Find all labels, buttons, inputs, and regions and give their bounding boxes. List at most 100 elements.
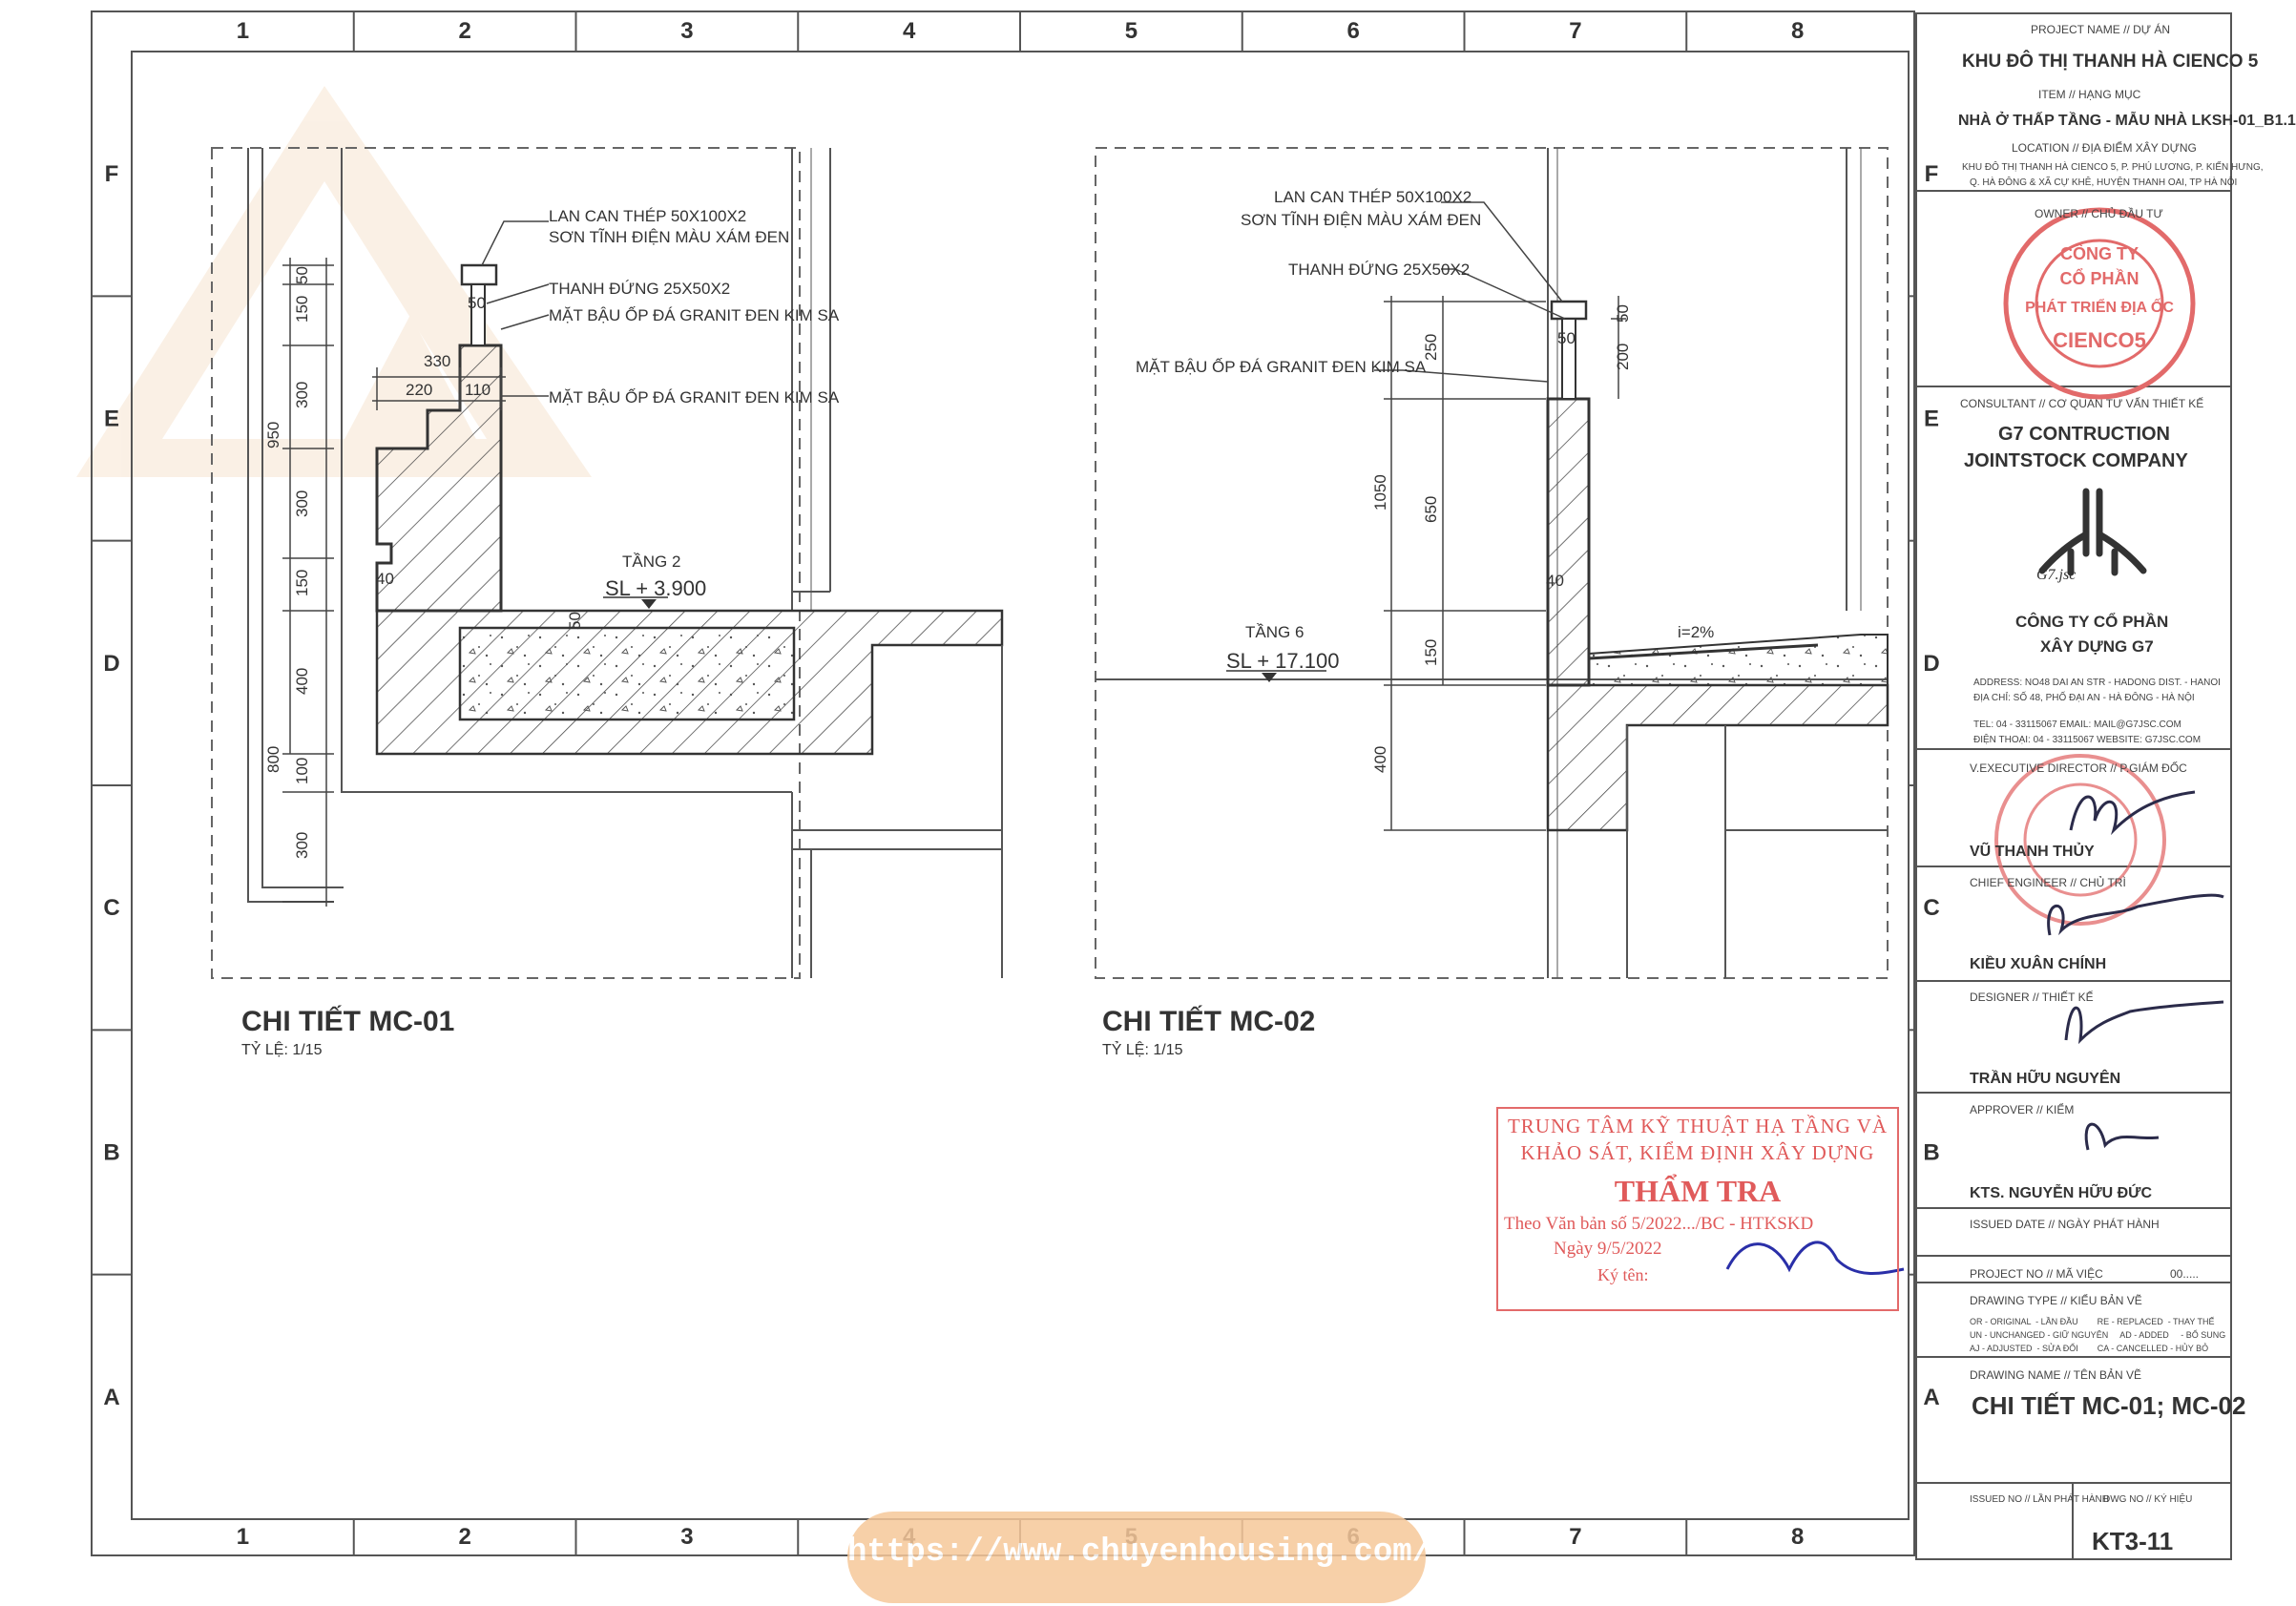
- mc01-dim-50b: 50: [468, 294, 486, 312]
- dwg-no: KT3-11: [2092, 1527, 2174, 1555]
- grid-row-dividers: [92, 295, 1916, 1276]
- chief-name: KIỀU XUÂN CHÍNH: [1970, 956, 2107, 972]
- grid-row-label: E: [104, 407, 119, 432]
- approval-stamp: TRUNG TÂM KỸ THUẬT HẠ TẦNG VÀ KHẢO SÁT, …: [1496, 1107, 1899, 1311]
- tel-line-2: ĐIỆN THOẠI: 04 - 33115067 WEBSITE: G7JSC…: [1973, 735, 2202, 745]
- background-logo: [76, 86, 592, 477]
- logo-caption: G7.jsc: [2036, 567, 2077, 583]
- owner-stamp-line-3: PHÁT TRIỂN ĐỊA ỐC: [2025, 300, 2174, 316]
- mc01-post-note: THANH ĐỨNG 25X50X2: [549, 280, 730, 298]
- owner-stamp-line-1: CÔNG TY: [2059, 244, 2139, 263]
- consultant-name-2: JOINTSTOCK COMPANY: [1964, 450, 2188, 471]
- detail-mc-02-title: CHI TIẾT MC-02: [1102, 1006, 1316, 1037]
- mc02-post-note: THANH ĐỨNG 25X50X2: [1288, 261, 1470, 279]
- location-line-2: Q. HÀ ĐÔNG & XÃ CỰ KHÊ, HUYỆN THANH OAI,…: [1970, 177, 2238, 188]
- grid-column-label: 2: [458, 18, 470, 44]
- address-line-1: ADDRESS: NO48 DAI AN STR - HADONG DIST. …: [1973, 678, 2221, 688]
- mc01-dim-950: 950: [264, 422, 282, 448]
- mc01-dim-110: 110: [465, 381, 491, 399]
- issued-date-label: ISSUED DATE // NGÀY PHÁT HÀNH: [1970, 1218, 2160, 1231]
- owner-label: OWNER // CHỦ ĐẦU TƯ: [2035, 207, 2163, 220]
- location-line-1: KHU ĐÔ THỊ THANH HÀ CIENCO 5, P. PHÚ LƯƠ…: [1962, 162, 2264, 173]
- designer-name: TRẦN HỮU NGUYÊN: [1970, 1071, 2121, 1087]
- grid-column-label: 1: [237, 18, 249, 44]
- tel-line-1: TEL: 04 - 33115067 EMAIL: MAIL@G7JSC.COM: [1973, 720, 2181, 730]
- consultant-company-seal: [1994, 754, 2166, 926]
- website-watermark[interactable]: https://www.chuyenhousing.com/: [847, 1512, 1432, 1603]
- grid-row-label: F: [105, 161, 119, 187]
- mc01-dim-300b: 300: [293, 490, 311, 517]
- director-name: VŨ THANH THỦY: [1970, 844, 2095, 860]
- detail-mc-01-annotations: LAN CAN THÉP 50X100X2 SƠN TĨNH ĐIỆN MÀU …: [264, 207, 840, 859]
- location-label: LOCATION // ĐỊA ĐIỂM XÂY DỰNG: [2012, 141, 2197, 155]
- grid-column-label: 1: [237, 1524, 249, 1550]
- stamp-line-4: Ngày 9/5/2022: [1554, 1239, 1662, 1259]
- item-label: ITEM // HẠNG MỤC: [2038, 88, 2141, 101]
- mc01-dim-50c: 50: [566, 612, 584, 630]
- consultant-name-1: G7 CONTRUCTION: [1998, 424, 2170, 445]
- owner-company-seal: [2003, 207, 2196, 400]
- detail-mc-01-drawing: [211, 147, 1004, 979]
- drawing-name: CHI TIẾT MC-01; MC-02: [1972, 1391, 2246, 1420]
- mc01-dim-400: 400: [293, 668, 311, 695]
- drawing-name-label: DRAWING NAME // TÊN BẢN VẼ: [1970, 1368, 2142, 1382]
- issue-no-label: ISSUED NO // LẦN PHÁT HÀNH: [1970, 1494, 2109, 1505]
- mc02-dim-150: 150: [1422, 639, 1440, 666]
- drawing-type-line-3: AJ - ADJUSTED - SỬA ĐỔI CA - CANCELLED -…: [1970, 1344, 2209, 1353]
- mc02-rail-note: LAN CAN THÉP 50X100X2: [1274, 188, 1472, 206]
- mc01-dim-100: 100: [293, 758, 311, 784]
- stamp-signature: [1725, 1241, 1905, 1275]
- mc01-sill-note-1: MẶT BẬU ỐP ĐÁ GRANIT ĐEN KIM SA: [549, 305, 840, 324]
- watermark-url[interactable]: https://www.chuyenhousing.com/: [847, 1534, 1432, 1571]
- mc01-dim-300c: 300: [293, 832, 311, 859]
- title-block: PROJECT NAME // DỰ ÁN KHU ĐÔ THỊ THANH H…: [1916, 13, 2296, 1559]
- mc02-dim-50b: 50: [1557, 329, 1576, 347]
- project-name: KHU ĐÔ THỊ THANH HÀ CIENCO 5: [1962, 52, 2259, 72]
- grid-column-label: 2: [458, 1524, 470, 1550]
- stamp-title: THẨM TRA: [1614, 1174, 1782, 1208]
- designer-label: DESIGNER // THIẾT KẾ: [1970, 991, 2094, 1004]
- title-block-dividers: [1916, 190, 2231, 1559]
- grid-row-label: E: [1924, 407, 1939, 432]
- drawing-type-label: DRAWING TYPE // KIỂU BẢN VẼ: [1970, 1294, 2142, 1307]
- mc01-dim-800: 800: [264, 746, 282, 773]
- mc01-level-name: TẦNG 2: [622, 553, 680, 571]
- owner-stamp-line-4: CIENCO5: [2053, 328, 2146, 352]
- approver-name: KTS. NGUYỄN HỮU ĐỨC: [1970, 1185, 2152, 1201]
- mc01-level-value: SL + 3.900: [605, 576, 706, 600]
- stamp-line-1: TRUNG TÂM KỸ THUẬT HẠ TẦNG VÀ: [1507, 1115, 1889, 1137]
- mc02-dim-50a: 50: [1614, 304, 1632, 323]
- mc01-dim-300a: 300: [293, 382, 311, 408]
- mc02-dim-250: 250: [1422, 334, 1440, 361]
- grid-row-label: B: [1923, 1140, 1939, 1166]
- grid-row-label: B: [103, 1140, 119, 1166]
- grid-column-label: 7: [1569, 1524, 1581, 1550]
- drawing-type-line-1: OR - ORIGINAL - LẦN ĐẦU RE - REPLACED - …: [1970, 1317, 2215, 1326]
- mc02-level-name: TẦNG 6: [1245, 623, 1304, 641]
- mc02-dim-200: 200: [1614, 344, 1632, 370]
- grid-row-label: D: [103, 651, 119, 677]
- grid-column-label: 4: [903, 18, 916, 44]
- grid-row-label: C: [103, 895, 119, 921]
- drawing-type-line-2: UN - UNCHANGED - GIỮ NGUYÊN AD - ADDED -…: [1970, 1330, 2226, 1340]
- mc01-rail-note: LAN CAN THÉP 50X100X2: [549, 207, 746, 225]
- mc01-paint-note: SƠN TĨNH ĐIỆN MÀU XÁM ĐEN: [549, 228, 789, 246]
- stamp-line-2: KHẢO SÁT, KIỂM ĐỊNH XÂY DỰNG: [1520, 1141, 1875, 1164]
- mc01-dim-150b: 150: [293, 570, 311, 596]
- detail-mc-02-drawing: [1095, 147, 1889, 979]
- mc02-dim-40: 40: [1546, 572, 1564, 590]
- project-no: 00.....: [2170, 1267, 2200, 1281]
- company-name-1: CÔNG TY CỔ PHẦN: [2015, 613, 2169, 631]
- mc01-dim-150a: 150: [293, 296, 311, 323]
- mc01-sill-note-2: MẶT BẬU ỐP ĐÁ GRANIT ĐEN KIM SA: [549, 387, 840, 407]
- mc02-dim-1050: 1050: [1371, 474, 1389, 511]
- dwg-no-label: DWG NO // KÝ HIỆU: [2103, 1494, 2193, 1505]
- chief-label: CHIEF ENGINEER // CHỦ TRÌ: [1970, 876, 2126, 889]
- project-label: PROJECT NAME // DỰ ÁN: [2031, 23, 2171, 36]
- signatures: [2047, 790, 2224, 1151]
- item-name: NHÀ Ở THẤP TẦNG - MẪU NHÀ LKSH-01_B1.1: [1958, 113, 2296, 129]
- mc01-dim-220: 220: [406, 381, 432, 399]
